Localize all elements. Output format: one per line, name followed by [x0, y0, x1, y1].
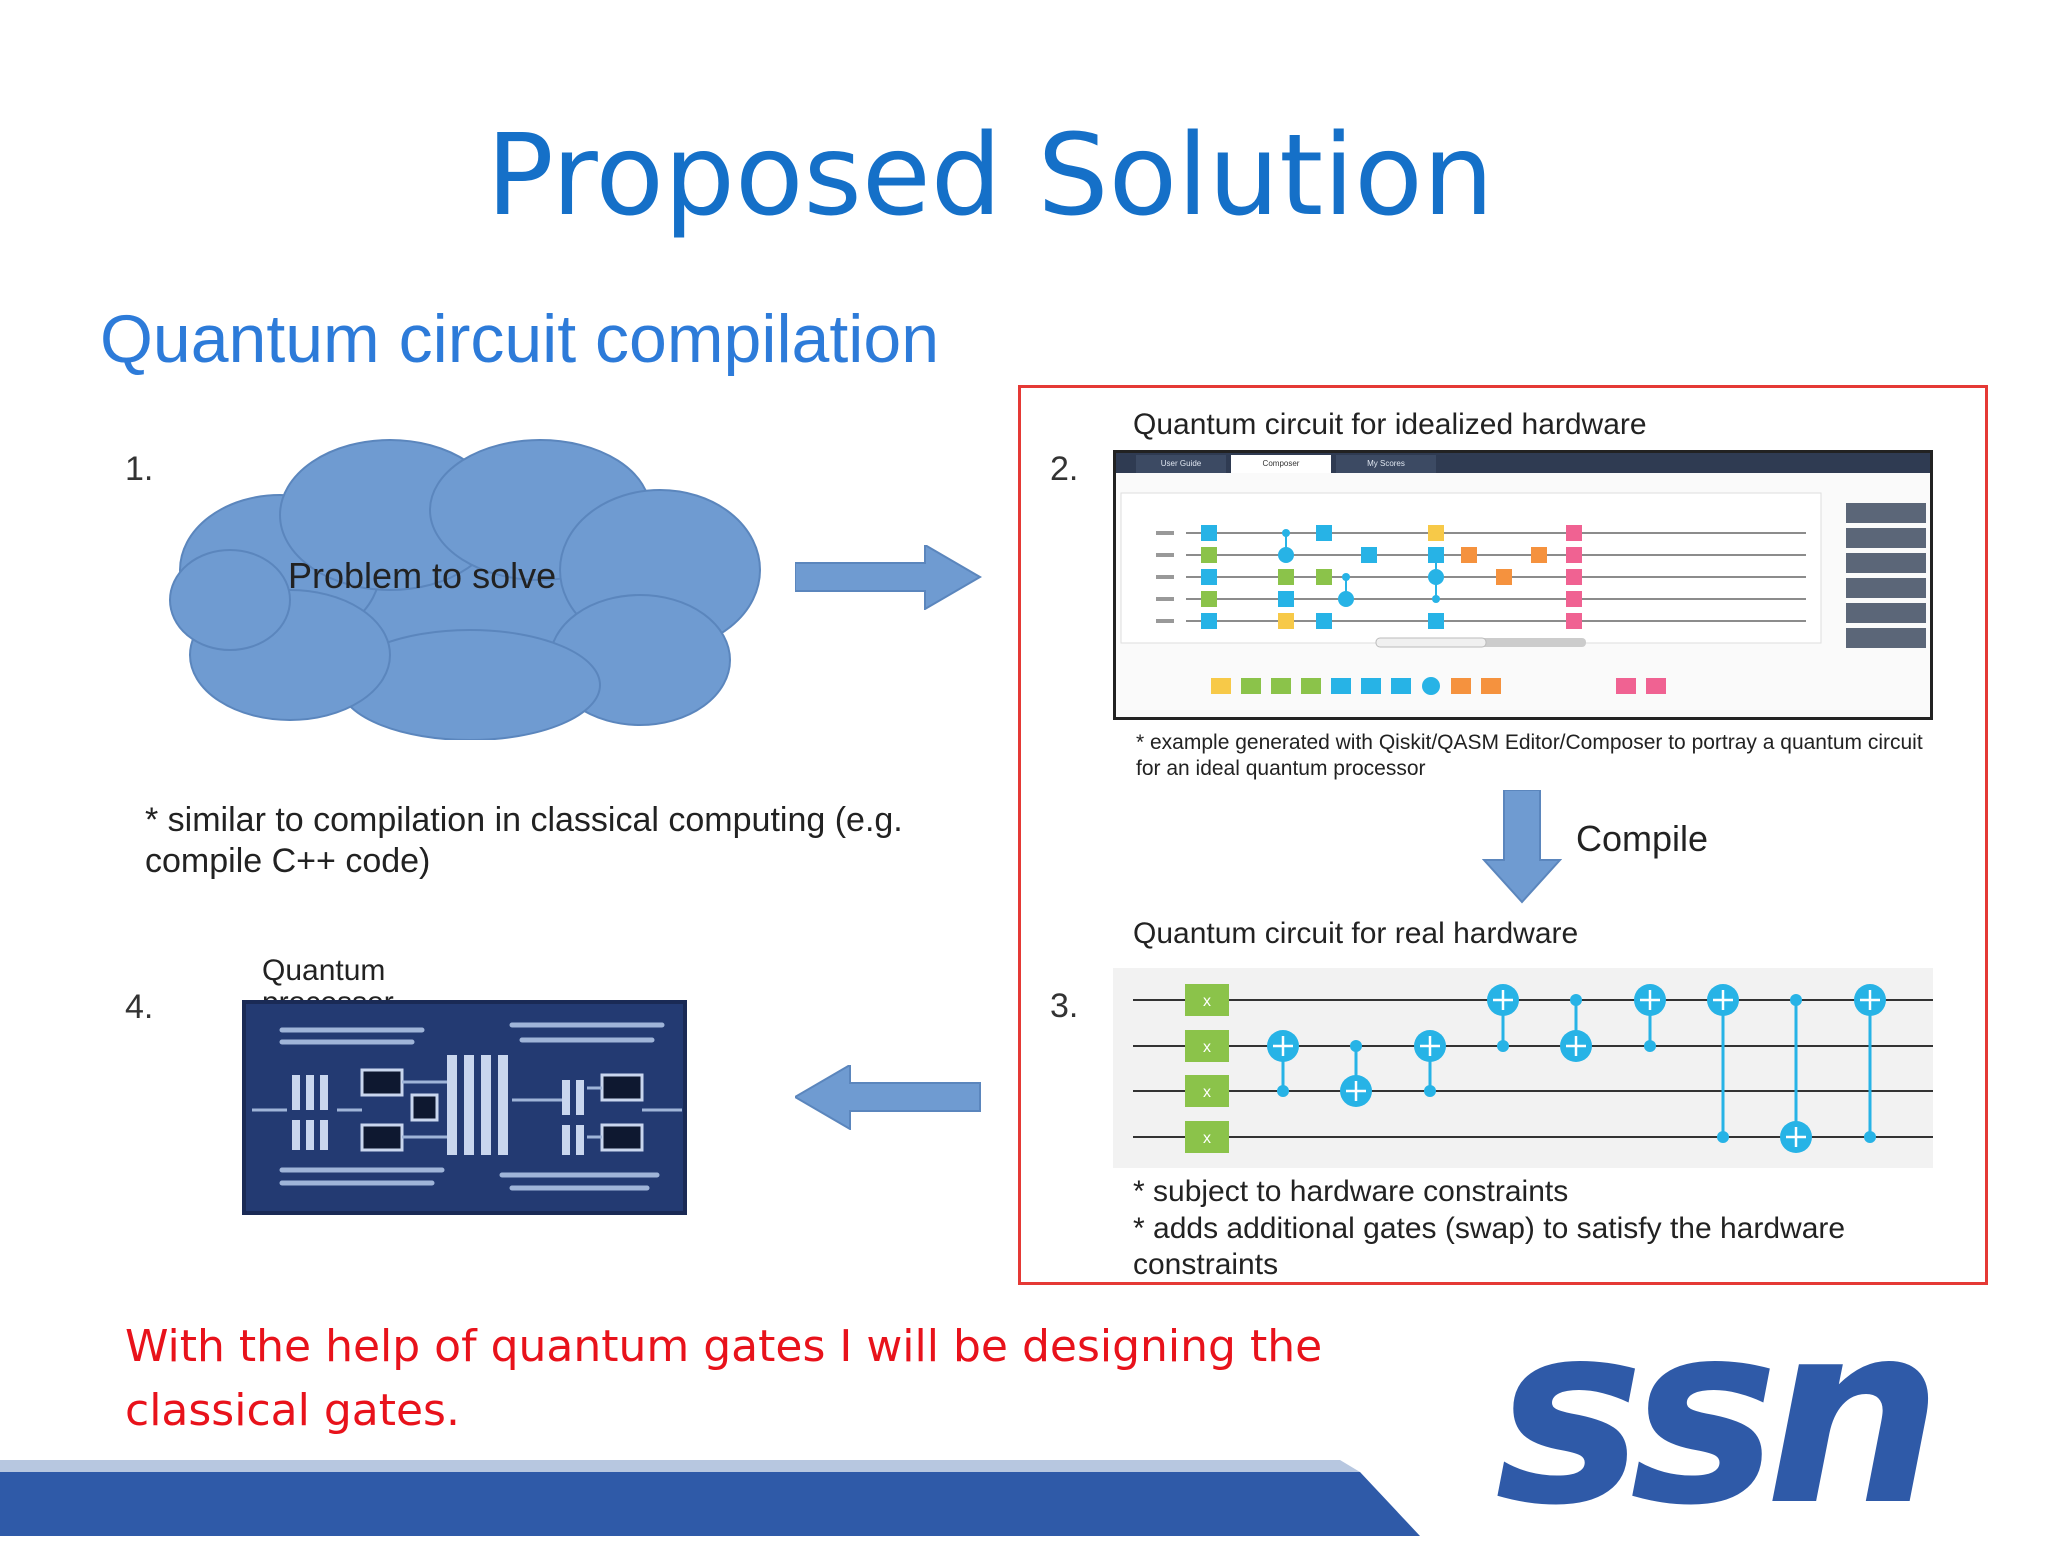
tab-composer[interactable]: Composer: [1231, 455, 1331, 473]
footer-band: [0, 1460, 1420, 1536]
tab-my-scores[interactable]: My Scores: [1336, 455, 1436, 473]
arrow-right: [795, 545, 982, 610]
svg-text:x: x: [1203, 1084, 1211, 1101]
step-1-number: 1.: [125, 450, 154, 488]
step-2-number: 2.: [1050, 450, 1079, 488]
step-3-note-1: * subject to hardware constraints: [1133, 1175, 1569, 1208]
problem-cloud: [169, 439, 761, 740]
page-title: Proposed Solution: [486, 111, 1494, 241]
svg-text:x: x: [1203, 1130, 1211, 1147]
cloud-label: Problem to solve: [288, 555, 557, 596]
real-hardware-circuit: x x x x: [1113, 968, 1933, 1168]
step-3-heading: Quantum circuit for real hardware: [1133, 917, 1579, 950]
step-1-note: * similar to compilation in classical co…: [145, 801, 903, 880]
bottom-statement: With the help of quantum gates I will be…: [125, 1321, 1323, 1436]
slide-subtitle: Quantum circuit compilation: [100, 301, 940, 377]
tab-user-guide[interactable]: User Guide: [1136, 455, 1226, 473]
compilation-box: [1018, 385, 1988, 1285]
compile-label: Compile: [1576, 818, 1709, 859]
quantum-processor-image: [242, 1000, 687, 1215]
step-3-number: 3.: [1050, 987, 1079, 1025]
composer-screenshot: User Guide Composer My Scores: [1113, 450, 1933, 720]
step-2-heading: Quantum circuit for idealized hardware: [1133, 408, 1647, 441]
step-4-number: 4.: [125, 988, 154, 1026]
svg-text:x: x: [1203, 993, 1211, 1010]
step-2-note: * example generated with Qiskit/QASM Edi…: [1136, 731, 1923, 781]
ideal-circuit-diagram: [1120, 492, 1926, 695]
step-3-note-2: * adds additional gates (swap) to satisf…: [1133, 1212, 1846, 1281]
ssn-logo: ssn: [1495, 1269, 1943, 1560]
arrow-left: [795, 1065, 981, 1130]
compile-arrow: [1482, 790, 1562, 904]
svg-text:x: x: [1203, 1039, 1211, 1056]
